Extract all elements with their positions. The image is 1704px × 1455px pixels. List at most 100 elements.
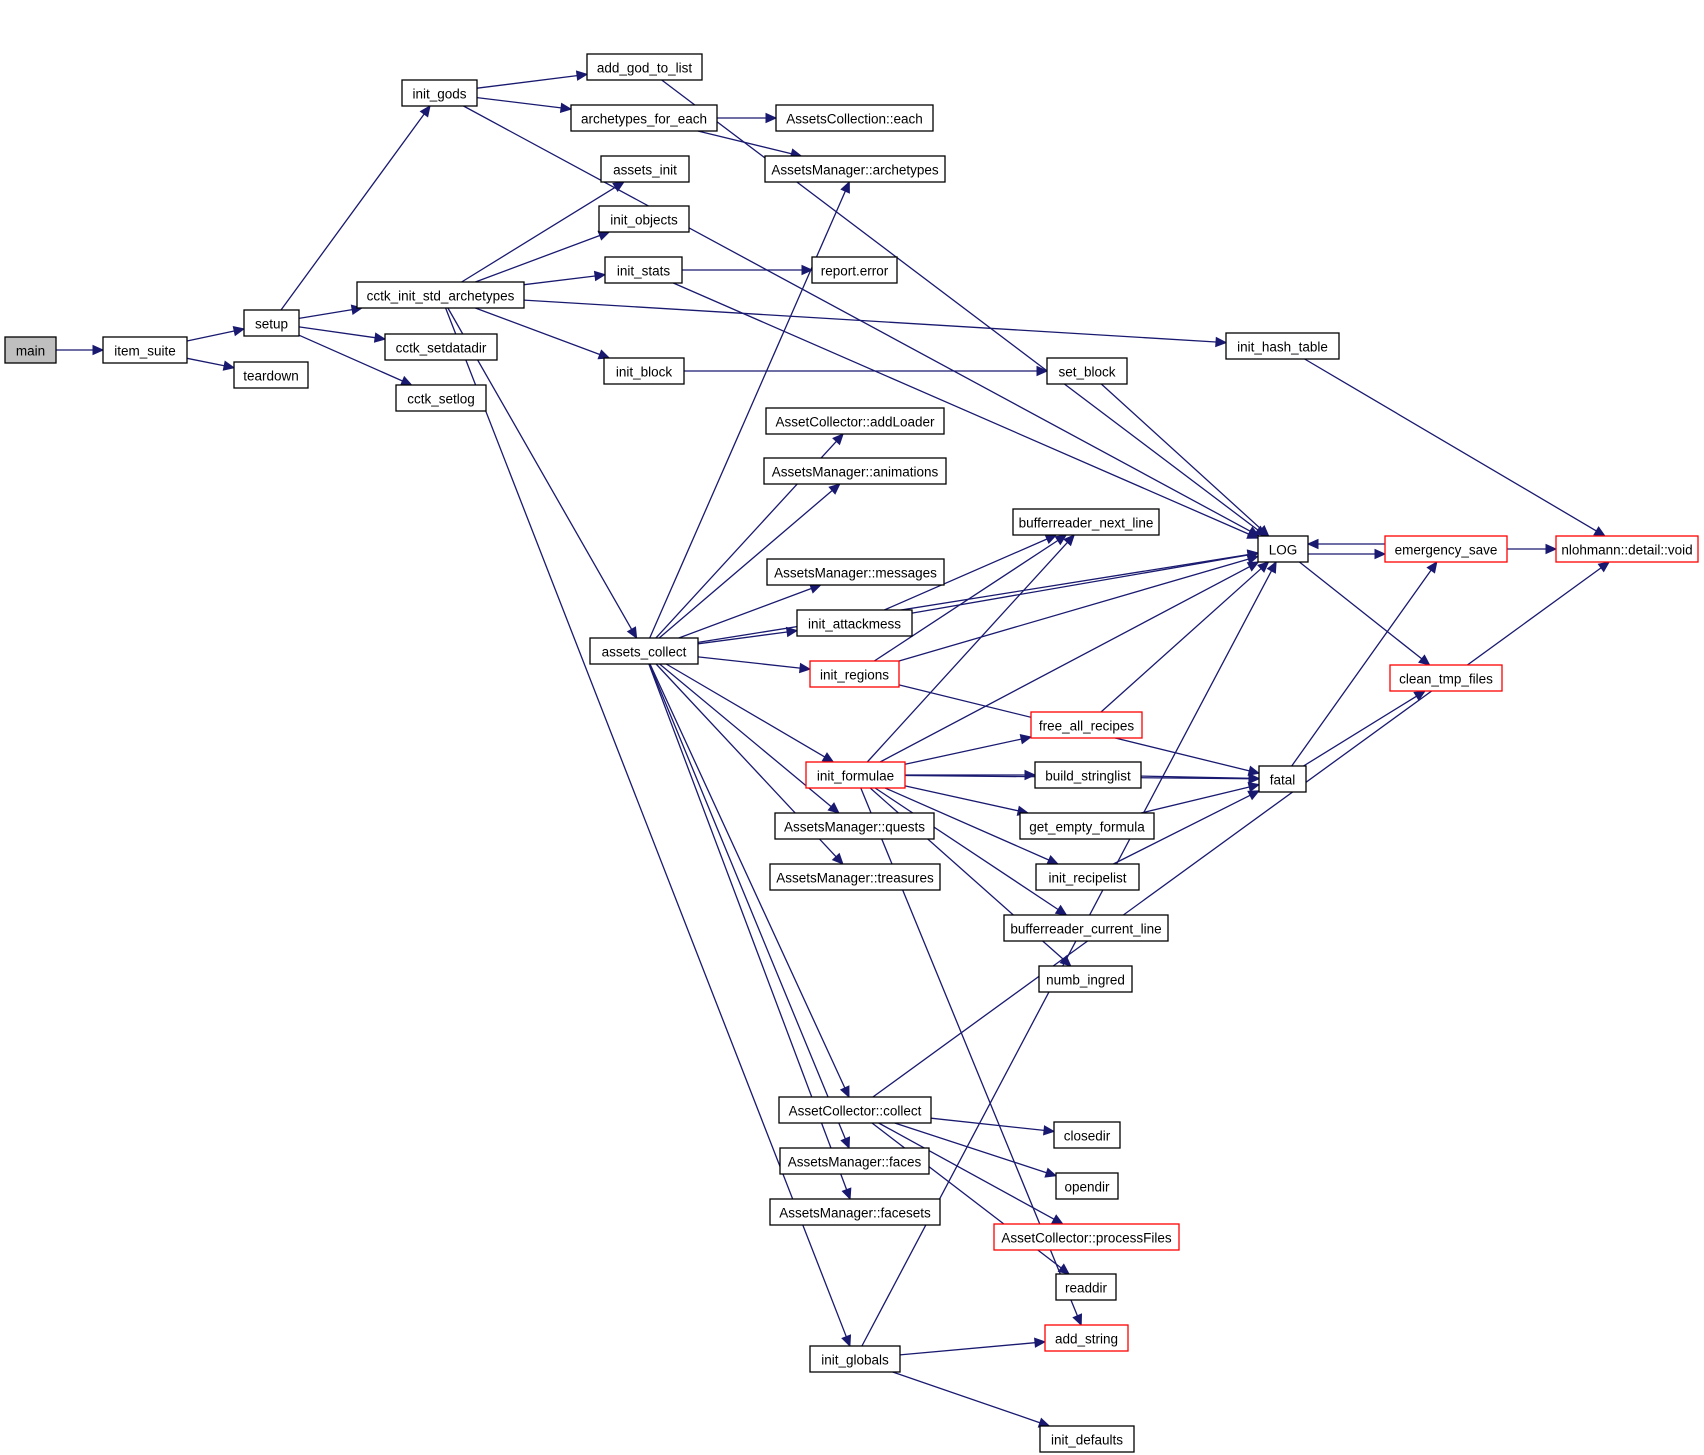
- node-box[interactable]: [102, 336, 188, 364]
- node-box[interactable]: [1030, 711, 1143, 739]
- node-free-all-recipes[interactable]: free_all_recipes: [1030, 711, 1143, 739]
- node-init-regions[interactable]: init_regions: [809, 660, 900, 688]
- node-am-treasures[interactable]: AssetsManager::treasures: [769, 863, 941, 891]
- node-box[interactable]: [1389, 664, 1503, 692]
- node-box[interactable]: [356, 281, 525, 309]
- node-item-suite[interactable]: item_suite: [102, 336, 188, 364]
- node-fatal[interactable]: fatal: [1258, 765, 1307, 793]
- node-init-globals[interactable]: init_globals: [809, 1345, 901, 1373]
- node-box[interactable]: [1555, 535, 1699, 563]
- node-box[interactable]: [598, 205, 690, 233]
- node-am-quests[interactable]: AssetsManager::quests: [774, 812, 935, 840]
- node-init-recipelist[interactable]: init_recipelist: [1035, 863, 1140, 891]
- node-init-attackmess[interactable]: init_attackmess: [796, 609, 913, 637]
- node-box[interactable]: [1012, 508, 1160, 536]
- node-box[interactable]: [769, 1198, 941, 1226]
- node-box[interactable]: [4, 336, 57, 364]
- node-box[interactable]: [796, 609, 913, 637]
- node-box[interactable]: [1055, 1172, 1119, 1200]
- node-box[interactable]: [1044, 1324, 1129, 1352]
- node-box[interactable]: [1046, 357, 1128, 385]
- node-bufferreader-next-line[interactable]: bufferreader_next_line: [1012, 508, 1160, 536]
- node-box[interactable]: [401, 79, 478, 107]
- node-am-messages[interactable]: AssetsManager::messages: [766, 558, 945, 586]
- node-box[interactable]: [1035, 863, 1140, 891]
- node-box[interactable]: [1019, 812, 1155, 840]
- node-add-string[interactable]: add_string: [1044, 1324, 1129, 1352]
- node-box[interactable]: [1258, 765, 1307, 793]
- node-archetypes-for-each[interactable]: archetypes_for_each: [570, 104, 718, 132]
- node-add-god-to-list[interactable]: add_god_to_list: [586, 53, 703, 81]
- node-box[interactable]: [1038, 965, 1133, 993]
- node-cctk-init-std-archetypes[interactable]: cctk_init_std_archetypes: [356, 281, 525, 309]
- node-cctk-setdatadir[interactable]: cctk_setdatadir: [384, 333, 498, 361]
- node-set-block[interactable]: set_block: [1046, 357, 1128, 385]
- node-box[interactable]: [395, 384, 487, 412]
- node-report-error[interactable]: report.error: [811, 256, 898, 284]
- node-ac-processfiles[interactable]: AssetCollector::processFiles: [993, 1223, 1180, 1251]
- node-box[interactable]: [775, 104, 934, 132]
- node-readdir[interactable]: readdir: [1055, 1273, 1117, 1301]
- node-box[interactable]: [805, 761, 906, 789]
- node-teardown[interactable]: teardown: [233, 361, 309, 389]
- node-cctk-setlog[interactable]: cctk_setlog: [395, 384, 487, 412]
- node-am-faces[interactable]: AssetsManager::faces: [779, 1147, 930, 1175]
- node-box[interactable]: [809, 1345, 901, 1373]
- node-box[interactable]: [1384, 535, 1508, 563]
- node-main[interactable]: main: [4, 336, 57, 364]
- node-am-archetypes[interactable]: AssetsManager::archetypes: [764, 155, 946, 183]
- node-box[interactable]: [1257, 535, 1309, 563]
- node-LOG[interactable]: LOG: [1257, 535, 1309, 563]
- node-numb-ingred[interactable]: numb_ingred: [1038, 965, 1133, 993]
- node-nlohmann-void[interactable]: nlohmann::detail::void: [1555, 535, 1699, 563]
- node-box[interactable]: [604, 256, 683, 284]
- node-box[interactable]: [1003, 914, 1169, 942]
- node-box[interactable]: [763, 457, 947, 485]
- node-assets-collect[interactable]: assets_collect: [589, 637, 699, 665]
- node-init-block[interactable]: init_block: [603, 357, 685, 385]
- node-clean-tmp-files[interactable]: clean_tmp_files: [1389, 664, 1503, 692]
- node-box[interactable]: [600, 155, 690, 183]
- node-ac-addloader[interactable]: AssetCollector::addLoader: [765, 407, 945, 435]
- node-box[interactable]: [243, 309, 300, 337]
- node-ac-collect[interactable]: AssetCollector::collect: [778, 1096, 932, 1124]
- node-assets-init[interactable]: assets_init: [600, 155, 690, 183]
- node-am-animations[interactable]: AssetsManager::animations: [763, 457, 947, 485]
- node-init-stats[interactable]: init_stats: [604, 256, 683, 284]
- node-box[interactable]: [1055, 1273, 1117, 1301]
- node-opendir[interactable]: opendir: [1055, 1172, 1119, 1200]
- node-box[interactable]: [778, 1096, 932, 1124]
- node-am-facesets[interactable]: AssetsManager::facesets: [769, 1198, 941, 1226]
- node-closedir[interactable]: closedir: [1053, 1121, 1121, 1149]
- node-box[interactable]: [779, 1147, 930, 1175]
- node-box[interactable]: [1053, 1121, 1121, 1149]
- node-box[interactable]: [769, 863, 941, 891]
- node-init-formulae[interactable]: init_formulae: [805, 761, 906, 789]
- node-bufferreader-current-line[interactable]: bufferreader_current_line: [1003, 914, 1169, 942]
- node-box[interactable]: [1034, 761, 1142, 789]
- node-box[interactable]: [603, 357, 685, 385]
- node-box[interactable]: [809, 660, 900, 688]
- node-init-hash-table[interactable]: init_hash_table: [1225, 332, 1340, 360]
- node-box[interactable]: [233, 361, 309, 389]
- node-init-defaults[interactable]: init_defaults: [1039, 1425, 1135, 1453]
- node-box[interactable]: [589, 637, 699, 665]
- node-init-gods[interactable]: init_gods: [401, 79, 478, 107]
- node-init-objects[interactable]: init_objects: [598, 205, 690, 233]
- node-box[interactable]: [765, 407, 945, 435]
- node-box[interactable]: [1225, 332, 1340, 360]
- node-box[interactable]: [764, 155, 946, 183]
- node-box[interactable]: [570, 104, 718, 132]
- node-get-empty-formula[interactable]: get_empty_formula: [1019, 812, 1155, 840]
- node-box[interactable]: [384, 333, 498, 361]
- node-box[interactable]: [811, 256, 898, 284]
- node-box[interactable]: [766, 558, 945, 586]
- node-box[interactable]: [774, 812, 935, 840]
- node-ac-each[interactable]: AssetsCollection::each: [775, 104, 934, 132]
- node-box[interactable]: [586, 53, 703, 81]
- node-emergency-save[interactable]: emergency_save: [1384, 535, 1508, 563]
- node-build-stringlist[interactable]: build_stringlist: [1034, 761, 1142, 789]
- node-box[interactable]: [993, 1223, 1180, 1251]
- node-setup[interactable]: setup: [243, 309, 300, 337]
- node-box[interactable]: [1039, 1425, 1135, 1453]
